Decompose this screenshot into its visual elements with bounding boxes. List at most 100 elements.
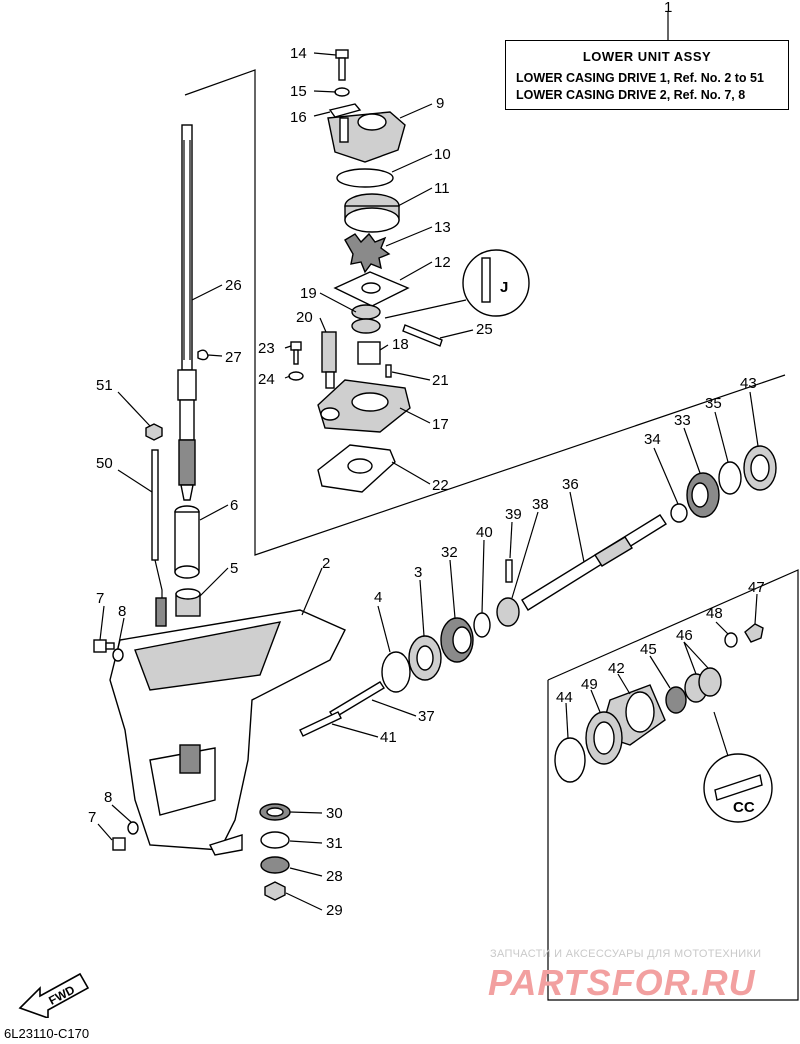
callout-35: 35 (705, 395, 722, 412)
nut-29 (264, 881, 286, 901)
callout-48: 48 (706, 605, 723, 622)
impeller (344, 232, 391, 274)
callout-21: 21 (432, 372, 449, 389)
callout-40: 40 (476, 524, 493, 541)
oring-44 (554, 737, 586, 783)
callout-5: 5 (230, 560, 238, 577)
callout-41: 41 (380, 729, 397, 746)
detail-label-lower: CC (733, 799, 755, 816)
washer-8-lower (127, 821, 139, 835)
bolt-23-shank (293, 349, 299, 365)
detail-label-upper: J (500, 279, 508, 296)
drive-shaft (177, 124, 197, 501)
callout-20: 20 (296, 309, 313, 326)
propeller-shaft (521, 514, 667, 611)
callout-12: 12 (434, 254, 451, 271)
woodruff-key (197, 349, 209, 361)
washer-8-upper (112, 648, 124, 662)
callout-23: 23 (258, 340, 275, 357)
water-pipe (321, 331, 337, 389)
callout-46: 46 (676, 627, 693, 644)
insert-cartridge (344, 193, 400, 233)
propeller-group-outline (547, 569, 799, 1001)
callout-31: 31 (326, 835, 343, 852)
washer-34 (670, 503, 688, 523)
callout-32: 32 (441, 544, 458, 561)
bearing-18 (357, 341, 381, 365)
bolt-23 (290, 341, 302, 351)
callout-38: 38 (532, 496, 549, 513)
oil-seal-lower (351, 318, 381, 334)
callout-27: 27 (225, 349, 242, 366)
bolt-7-lower (112, 837, 126, 851)
nut-51 (145, 423, 163, 441)
pin-39 (505, 559, 513, 583)
assembly-line-2: LOWER CASING DRIVE 2, Ref. No. 7, 8 (516, 88, 746, 102)
diagram-code: 6L23110-C170 (4, 1026, 90, 1041)
pin-21 (385, 364, 392, 378)
callout-33: 33 (674, 412, 691, 429)
shift-rod (151, 449, 167, 627)
bolt-7-upper (93, 639, 115, 653)
callout-1: 1 (664, 0, 672, 16)
dowel-pin (299, 711, 342, 737)
drive-group-outline (184, 69, 786, 556)
needle-bearing-45 (665, 686, 687, 714)
callout-11: 11 (434, 180, 450, 197)
callout-30: 30 (326, 805, 343, 822)
detail-circle-upper (462, 249, 530, 317)
bearing-3 (408, 635, 442, 681)
callout-28: 28 (326, 868, 343, 885)
callout-8-upper: 8 (118, 603, 126, 620)
washer-48 (724, 632, 738, 648)
shim-35 (718, 461, 742, 495)
grommet-25 (402, 324, 443, 347)
callout-2: 2 (322, 555, 330, 572)
reverse-gear (686, 472, 720, 518)
callout-7-lower: 7 (88, 809, 96, 826)
callout-19: 19 (300, 285, 317, 302)
bearing-28 (260, 856, 290, 874)
lower-casing (109, 609, 346, 856)
callout-18: 18 (392, 336, 409, 353)
callout-44: 44 (556, 689, 573, 706)
bolt-47 (744, 623, 764, 643)
oil-seal-upper (351, 304, 381, 320)
washer-24 (288, 371, 304, 381)
watermark-text: ЗАПЧАСТИ И АКСЕССУАРЫ ДЛЯ МОТОТЕХНИКИ (490, 948, 762, 960)
plate-16 (328, 103, 362, 118)
assembly-line-1: LOWER CASING DRIVE 1, Ref. No. 2 to 51 (516, 71, 764, 85)
shim-4 (381, 651, 411, 693)
callout-8-lower: 8 (104, 789, 112, 806)
callout-50: 50 (96, 455, 113, 472)
callout-37: 37 (418, 708, 435, 725)
assembly-title: LOWER UNIT ASSY (582, 49, 712, 64)
callout-36: 36 (562, 476, 579, 493)
callout-42: 42 (608, 660, 625, 677)
fwd-arrow-icon: FWD (18, 972, 90, 1018)
watermark-logo: PARTSFOR.RU (488, 962, 756, 1003)
oring-10 (336, 168, 394, 188)
pump-housing (327, 111, 406, 163)
callout-22: 22 (432, 477, 449, 494)
ball-bearing-49 (585, 711, 623, 765)
callout-13: 13 (434, 219, 451, 236)
leader-lines (97, 12, 759, 911)
shim-31 (260, 831, 290, 849)
assembly-info-box: LOWER UNIT ASSY LOWER CASING DRIVE 1, Re… (505, 40, 789, 110)
callout-6: 6 (230, 497, 238, 514)
callout-16: 16 (290, 109, 307, 126)
callout-43: 43 (740, 375, 757, 392)
clip-40 (473, 612, 491, 638)
oil-seals-46 (684, 667, 722, 703)
callout-47: 47 (748, 579, 765, 596)
bolt-14 (335, 49, 349, 81)
callout-45: 45 (640, 641, 657, 658)
callout-25: 25 (476, 321, 493, 338)
bearing-43 (743, 445, 777, 491)
callout-29: 29 (326, 902, 343, 919)
callout-26: 26 (225, 277, 242, 294)
callout-51: 51 (96, 377, 113, 394)
callout-49: 49 (581, 676, 598, 693)
